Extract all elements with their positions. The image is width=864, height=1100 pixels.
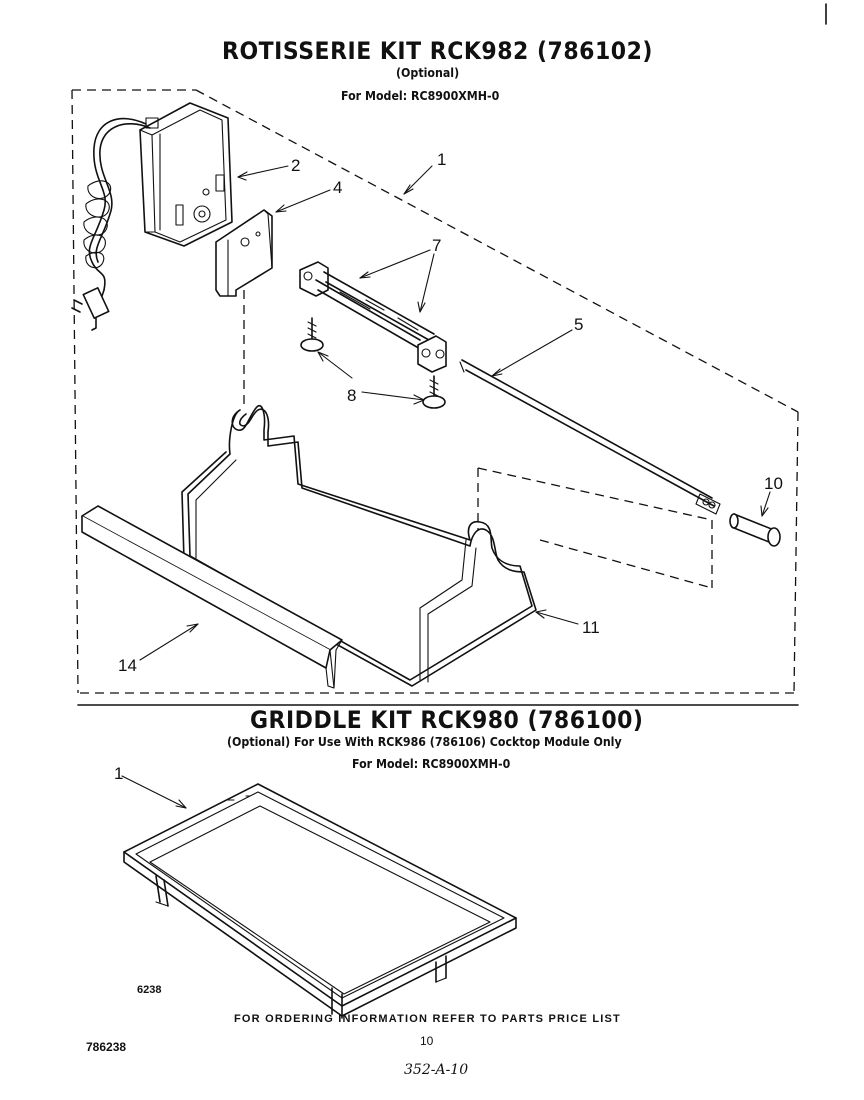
spit-rack-part: [181, 405, 537, 687]
ordering-info-note: FOR ORDERING INFORMATION REFER TO PARTS …: [234, 1013, 621, 1025]
griddle-usage-note: (Optional) For Use With RCK986 (786106) …: [227, 735, 622, 749]
rotisserie-kit-boundary: [71, 89, 799, 694]
drip-shield-part: [81, 505, 343, 689]
figure-number: 6238: [137, 984, 162, 996]
callout-screw: 8: [347, 386, 357, 405]
rotisserie-kit-title: ROTISSERIE KIT RCK982 (786102): [222, 38, 653, 66]
handwritten-reference: 352-A-10: [404, 1062, 469, 1078]
callout-bracket: 4: [333, 178, 343, 197]
callout-griddle: 1: [114, 764, 124, 783]
griddle-kit-title: GRIDDLE KIT RCK980 (786100): [250, 707, 644, 735]
screw-part: [300, 317, 324, 352]
spit-handle-part: [729, 513, 781, 547]
motor-bracket-part: [215, 209, 273, 297]
callout-handle: 10: [764, 474, 783, 493]
griddle-part: [123, 783, 517, 1019]
document-number: 786238: [86, 1040, 127, 1054]
power-cord: [71, 117, 151, 331]
callout-drip-shield: 14: [118, 656, 137, 675]
callout-rack: 11: [582, 618, 600, 637]
motor-part: [139, 102, 233, 247]
griddle-model-label: For Model: RC8900XMH-0: [352, 757, 511, 771]
rotisserie-model-label: For Model: RC8900XMH-0: [341, 89, 500, 103]
spit-rod-part: [459, 359, 721, 515]
page-number: 10: [420, 1034, 434, 1048]
callout-spit-rod: 5: [574, 315, 584, 334]
alignment-lines: [243, 290, 713, 589]
spit-support-part: [299, 261, 447, 373]
callout-motor: 2: [291, 156, 301, 175]
rotisserie-optional-label: (Optional): [396, 66, 460, 80]
callout-spit-support: 7: [432, 236, 442, 255]
screw-part: [422, 375, 446, 409]
leader-lines: [121, 165, 771, 809]
callout-kit: 1: [437, 150, 447, 169]
